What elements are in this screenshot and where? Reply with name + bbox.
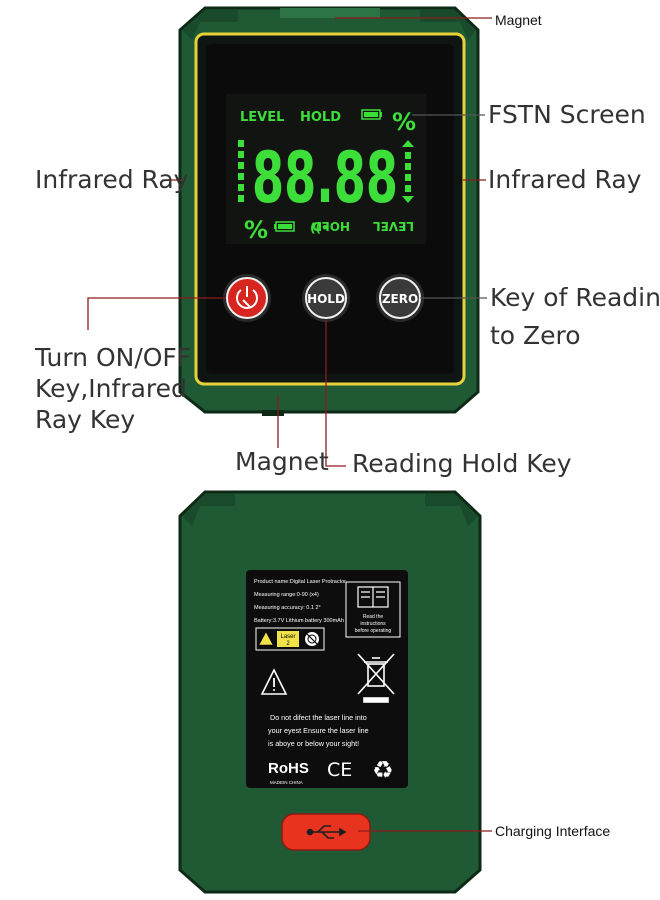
callout-reading-hold: Reading Hold Key bbox=[352, 449, 572, 478]
lcd-digits: 88.88 bbox=[252, 137, 398, 219]
manual-line2: instructions bbox=[360, 621, 386, 627]
back-bumper-top-left bbox=[182, 494, 235, 526]
back-line1: Product name:Digital Laser Protractor bbox=[254, 579, 346, 585]
manual-line3: before operating bbox=[355, 628, 392, 634]
back-line4: Battery:3.7V Lithium battery 300mAh bbox=[254, 618, 344, 624]
line-hold bbox=[325, 320, 346, 467]
back-label-plate bbox=[246, 570, 408, 788]
laser-class-number: 2 bbox=[286, 641, 290, 647]
warn-line1: Do not difect the laser line into bbox=[270, 713, 367, 722]
lcd-level-bar-left bbox=[238, 140, 244, 202]
top-magnet-notch bbox=[280, 8, 380, 18]
lcd-signal-icon: ((• bbox=[310, 221, 329, 235]
callout-fstn-screen: FSTN Screen bbox=[488, 100, 646, 129]
manual-box: Read the instructions before operating bbox=[345, 581, 401, 638]
back-bumper-top-right bbox=[425, 494, 478, 526]
lcd-level-flipped: LEVEL bbox=[373, 219, 414, 233]
lcd-hold-flipped: HOLD bbox=[312, 219, 350, 233]
power-button[interactable] bbox=[223, 274, 271, 322]
warn-line3: is aboye or below your sight! bbox=[268, 739, 359, 748]
callout-magnet-top: Magnet bbox=[495, 12, 542, 28]
open-book-icon bbox=[357, 586, 389, 608]
lcd-content: LEVEL HOLD % 88.88 % ((• HOLD LEVEL bbox=[238, 108, 416, 244]
callout-lines bbox=[87, 17, 492, 832]
zero-button[interactable]: ZERO bbox=[376, 274, 424, 322]
charging-port[interactable] bbox=[281, 813, 371, 851]
usb-icon bbox=[306, 825, 347, 839]
lcd-display bbox=[226, 94, 426, 244]
callout-key-zero-2: to Zero bbox=[490, 321, 581, 350]
lcd-battery-icon-bottom bbox=[274, 221, 295, 232]
laser-warning-icon bbox=[258, 631, 274, 646]
back-line2: Measuring range:0-90 (x4) bbox=[254, 592, 319, 598]
crossed-bin-icon bbox=[357, 653, 395, 703]
lcd-hold-label: HOLD bbox=[300, 110, 341, 125]
back-label: Product name:Digital Laser Protractor Me… bbox=[254, 579, 401, 785]
lcd-battery-icon bbox=[361, 109, 382, 120]
back-device bbox=[178, 490, 482, 894]
callout-charging: Charging Interface bbox=[495, 823, 611, 839]
laser-class-word: Laser bbox=[280, 634, 295, 640]
rohs-mark: RoHS bbox=[268, 760, 309, 777]
ce-mark: CE bbox=[327, 759, 352, 781]
warning-triangle-icon bbox=[260, 668, 288, 695]
line-power bbox=[87, 297, 226, 330]
callout-turn-on-3: Ray Key bbox=[35, 405, 136, 434]
callout-key-zero-1: Key of Reading bbox=[490, 283, 660, 312]
callout-turn-on-2: Key,Infrared bbox=[35, 374, 187, 403]
laser-class-box: Laser 2 bbox=[255, 627, 325, 651]
callout-turn-on-1: Turn ON/OFF bbox=[35, 343, 192, 372]
callout-infrared-left: Infrared Ray bbox=[35, 165, 189, 194]
callout-infrared-right: Infrared Ray bbox=[488, 165, 642, 194]
made-in-text: MADEIN CHINA bbox=[270, 780, 303, 785]
lcd-level-bar-right bbox=[402, 140, 414, 203]
recycle-icon: ♻ bbox=[372, 756, 394, 784]
lcd-percent-top: % bbox=[392, 108, 416, 136]
warn-line2: your eyest Ensure the laser line bbox=[268, 726, 369, 735]
bumper-top-left bbox=[182, 10, 238, 40]
manual-line1: Read the bbox=[363, 614, 384, 620]
hold-button[interactable]: HOLD bbox=[302, 274, 350, 322]
bottom-magnet-notch bbox=[262, 410, 284, 416]
lcd-level-label: LEVEL bbox=[240, 110, 284, 125]
callout-magnet-bottom: Magnet bbox=[235, 447, 329, 476]
hold-button-label: HOLD bbox=[307, 292, 345, 306]
zero-button-label: ZERO bbox=[382, 292, 418, 306]
lcd-percent-bottom: % bbox=[244, 216, 268, 244]
back-line3: Measuring accuracy: 0.1 2° bbox=[254, 605, 321, 611]
laser-power-icon bbox=[236, 286, 258, 309]
